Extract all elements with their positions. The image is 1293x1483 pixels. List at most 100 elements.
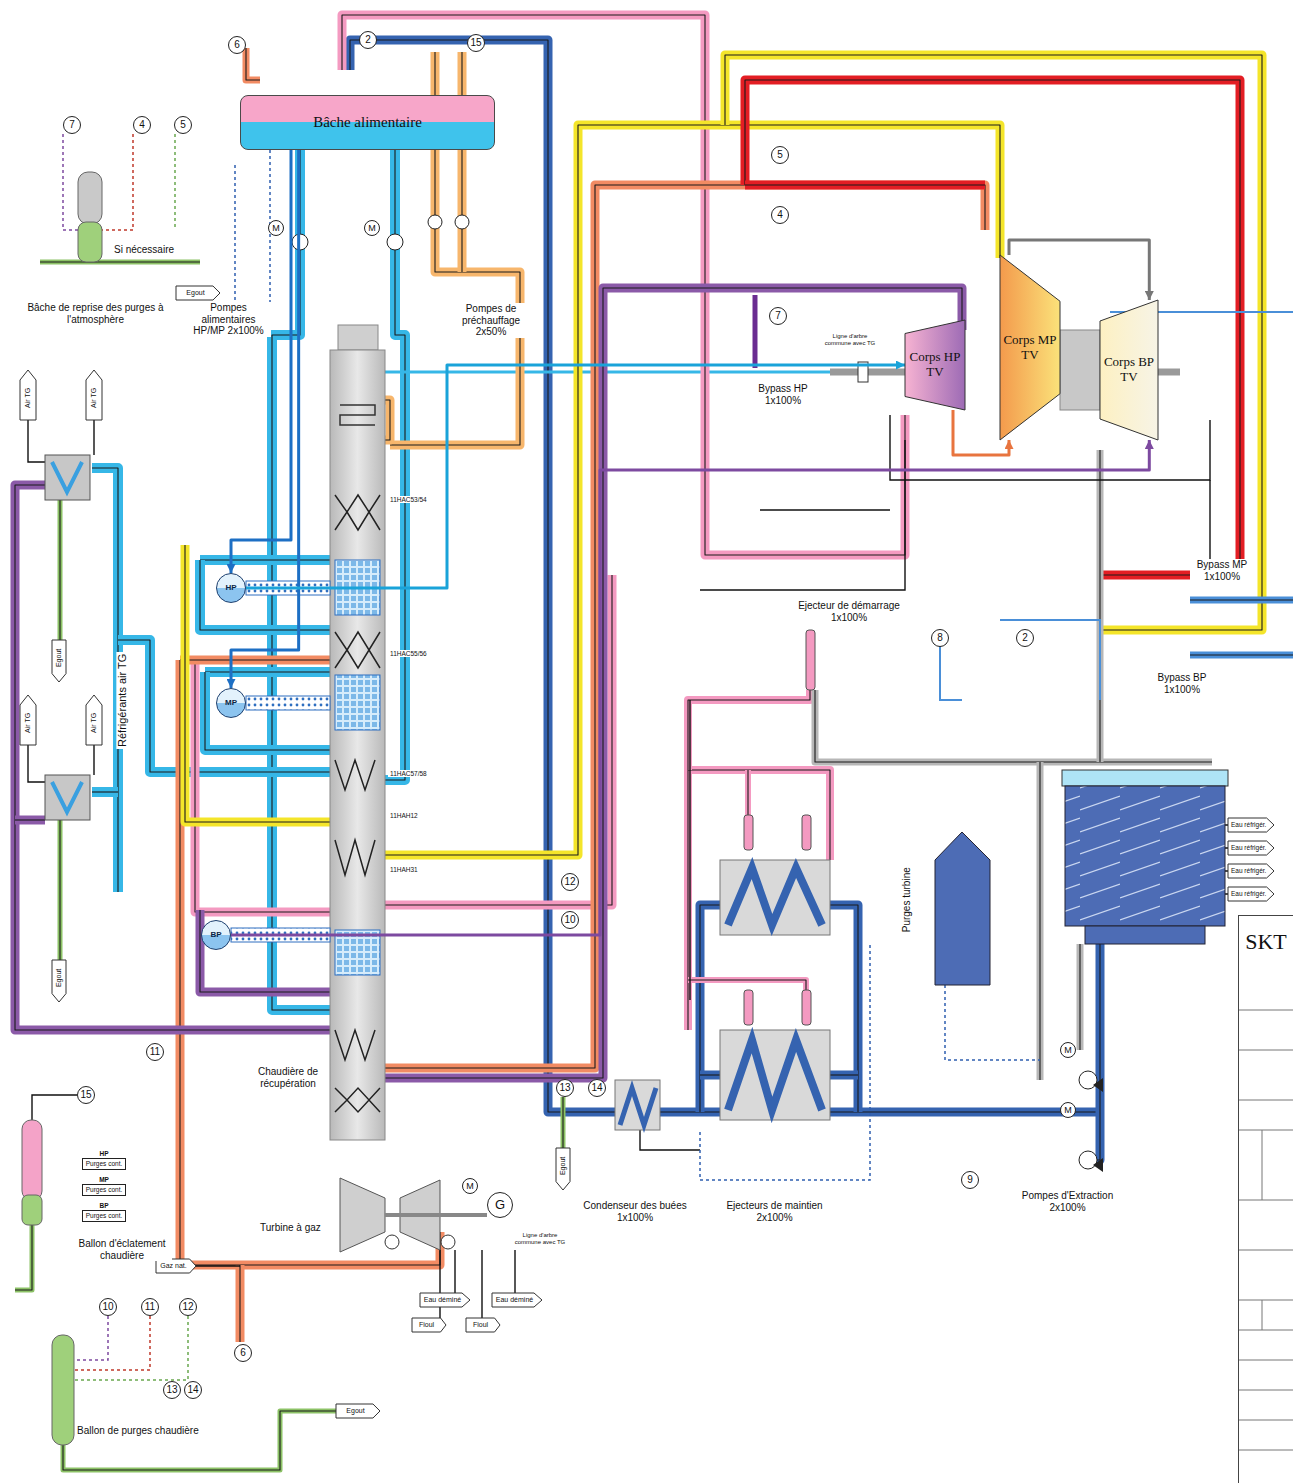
callout-number: 14 [184,1381,202,1399]
node-text: Eau réfrigér. [1231,821,1266,828]
dashed-line [74,1316,108,1360]
bypass-pipe [1190,599,1293,600]
node-text: Eau réfrigér. [1231,890,1266,897]
purge-tag: BPPurges cont. [82,1202,126,1226]
turbine-casing: Corps HP TV [905,320,965,410]
mp-steam-pipe [385,288,962,1078]
equipment [1060,330,1100,410]
node-text: SKT [1245,930,1287,955]
feedwater-pipe [118,640,330,772]
lp-steam-pipe [688,690,810,770]
equipment [1093,1078,1103,1172]
instrument-line [1209,480,1210,560]
reheat-pipe [180,660,440,1265]
vacuum-pipe [1099,450,1100,762]
motor-symbol: M [1060,1102,1076,1118]
condensate-pipe [700,1071,722,1080]
drain-tag: Egout [52,960,66,1002]
vacuum-pipe [815,690,860,762]
hot-reheat-pipe [745,80,1240,575]
water-tag: Eau déminé [420,1293,470,1307]
callout-number: 12 [561,873,579,891]
dashed-line [74,1316,188,1380]
mp-steam-pipe [15,485,330,1030]
drain-pipe [63,1411,336,1470]
equipment [52,462,82,492]
equipment [78,172,102,224]
node-text: Egout [186,289,204,297]
feedwater-pipe [385,150,405,780]
node-text: Egout [55,649,63,667]
node-text: Air TG [24,713,32,733]
dashed-line [700,945,870,1180]
shape-outline [86,370,102,420]
feedwater-pipe [272,150,330,1010]
mp-steam-pipe [15,485,330,1030]
feedwater-pipe [92,468,118,892]
lp-steam-pipe [688,770,830,1030]
air-tag: Air TG [86,695,102,745]
drain-pipe [15,1225,32,1290]
motor-symbol: M [462,1178,478,1194]
callout-number: 11 [146,1043,164,1061]
equipment-caption: Pompes alimentaires HP/MP 2x100% [186,302,271,337]
air-tag: Air TG [86,370,102,420]
vacuum-pipe [860,759,1212,766]
equipment [78,222,102,262]
drain-tag: Egout [176,286,220,300]
hp-steam-pipe [725,55,1262,630]
condensate-pipe [830,905,858,1112]
shaft-note: Ligne d'arbre commune avec TG [508,1232,572,1246]
fuel-tag: Gaz nat. [156,1259,196,1273]
shape-outline [1228,841,1274,855]
vacuum-pipe [1079,944,1080,1050]
equipment-caption: Ballon d'éclatement chaudière [72,1238,172,1261]
node-text: Eau déminé [496,1296,533,1304]
generator-symbol: G [487,1192,513,1218]
purge-tag: HPPurges cont. [82,1150,126,1174]
condensate-pipe [700,1074,722,1075]
drain-pipe [15,262,563,1470]
shape-outline [492,1293,542,1307]
callout-number: 4 [771,206,789,224]
condensate-pipe [350,40,1100,1112]
equipment-caption: Bâche de reprise des purges à l'atmosphè… [8,302,183,325]
node-text: Egout [346,1407,364,1415]
equipment-caption: Pompes de préchauffage 2x50% [455,303,527,338]
node-text: Gaz nat. [160,1262,186,1270]
equipment [441,1235,455,1249]
node-text: Fioul [473,1321,488,1329]
mp-steam-pipe [15,288,962,1078]
node-text: Purges cont. [82,1184,127,1195]
equipment-caption: Ejecteurs de maintien 2x100% [712,1200,837,1223]
lp-steam-pipe [688,770,830,1030]
reheat-pipe [180,659,330,660]
vacuum-pipe [1097,450,1104,762]
drain-tag: Egout [556,1148,570,1190]
equipment [806,630,815,690]
equipment [22,1120,42,1200]
turbine-casing: Corps BP TV [1100,300,1158,440]
instrument-line [196,1265,240,1266]
callout-number: 10 [561,911,579,929]
callout-number: 13 [556,1079,574,1097]
fuel-tag: Fioul [412,1318,446,1332]
drain-pipe [40,261,200,262]
dashed-line [63,134,78,230]
equipment [338,325,378,350]
node-text: Fioul [419,1321,434,1329]
fuel-tag: Fioul [466,1318,500,1332]
equipment [387,234,403,250]
instrument-line [32,1095,77,1120]
condensate-pipe [830,1074,858,1075]
reheat-pipe [180,656,330,665]
drain-pipe [59,500,60,640]
node-text: Eau déminé [424,1296,461,1304]
drain-pipe [561,1097,566,1148]
water-tag: Eau déminé [492,1293,542,1307]
drain-pipe [15,1225,32,1290]
node-text: MP [225,699,237,708]
feedwater-pipe [92,150,905,1010]
equipment [1262,1130,1263,1330]
